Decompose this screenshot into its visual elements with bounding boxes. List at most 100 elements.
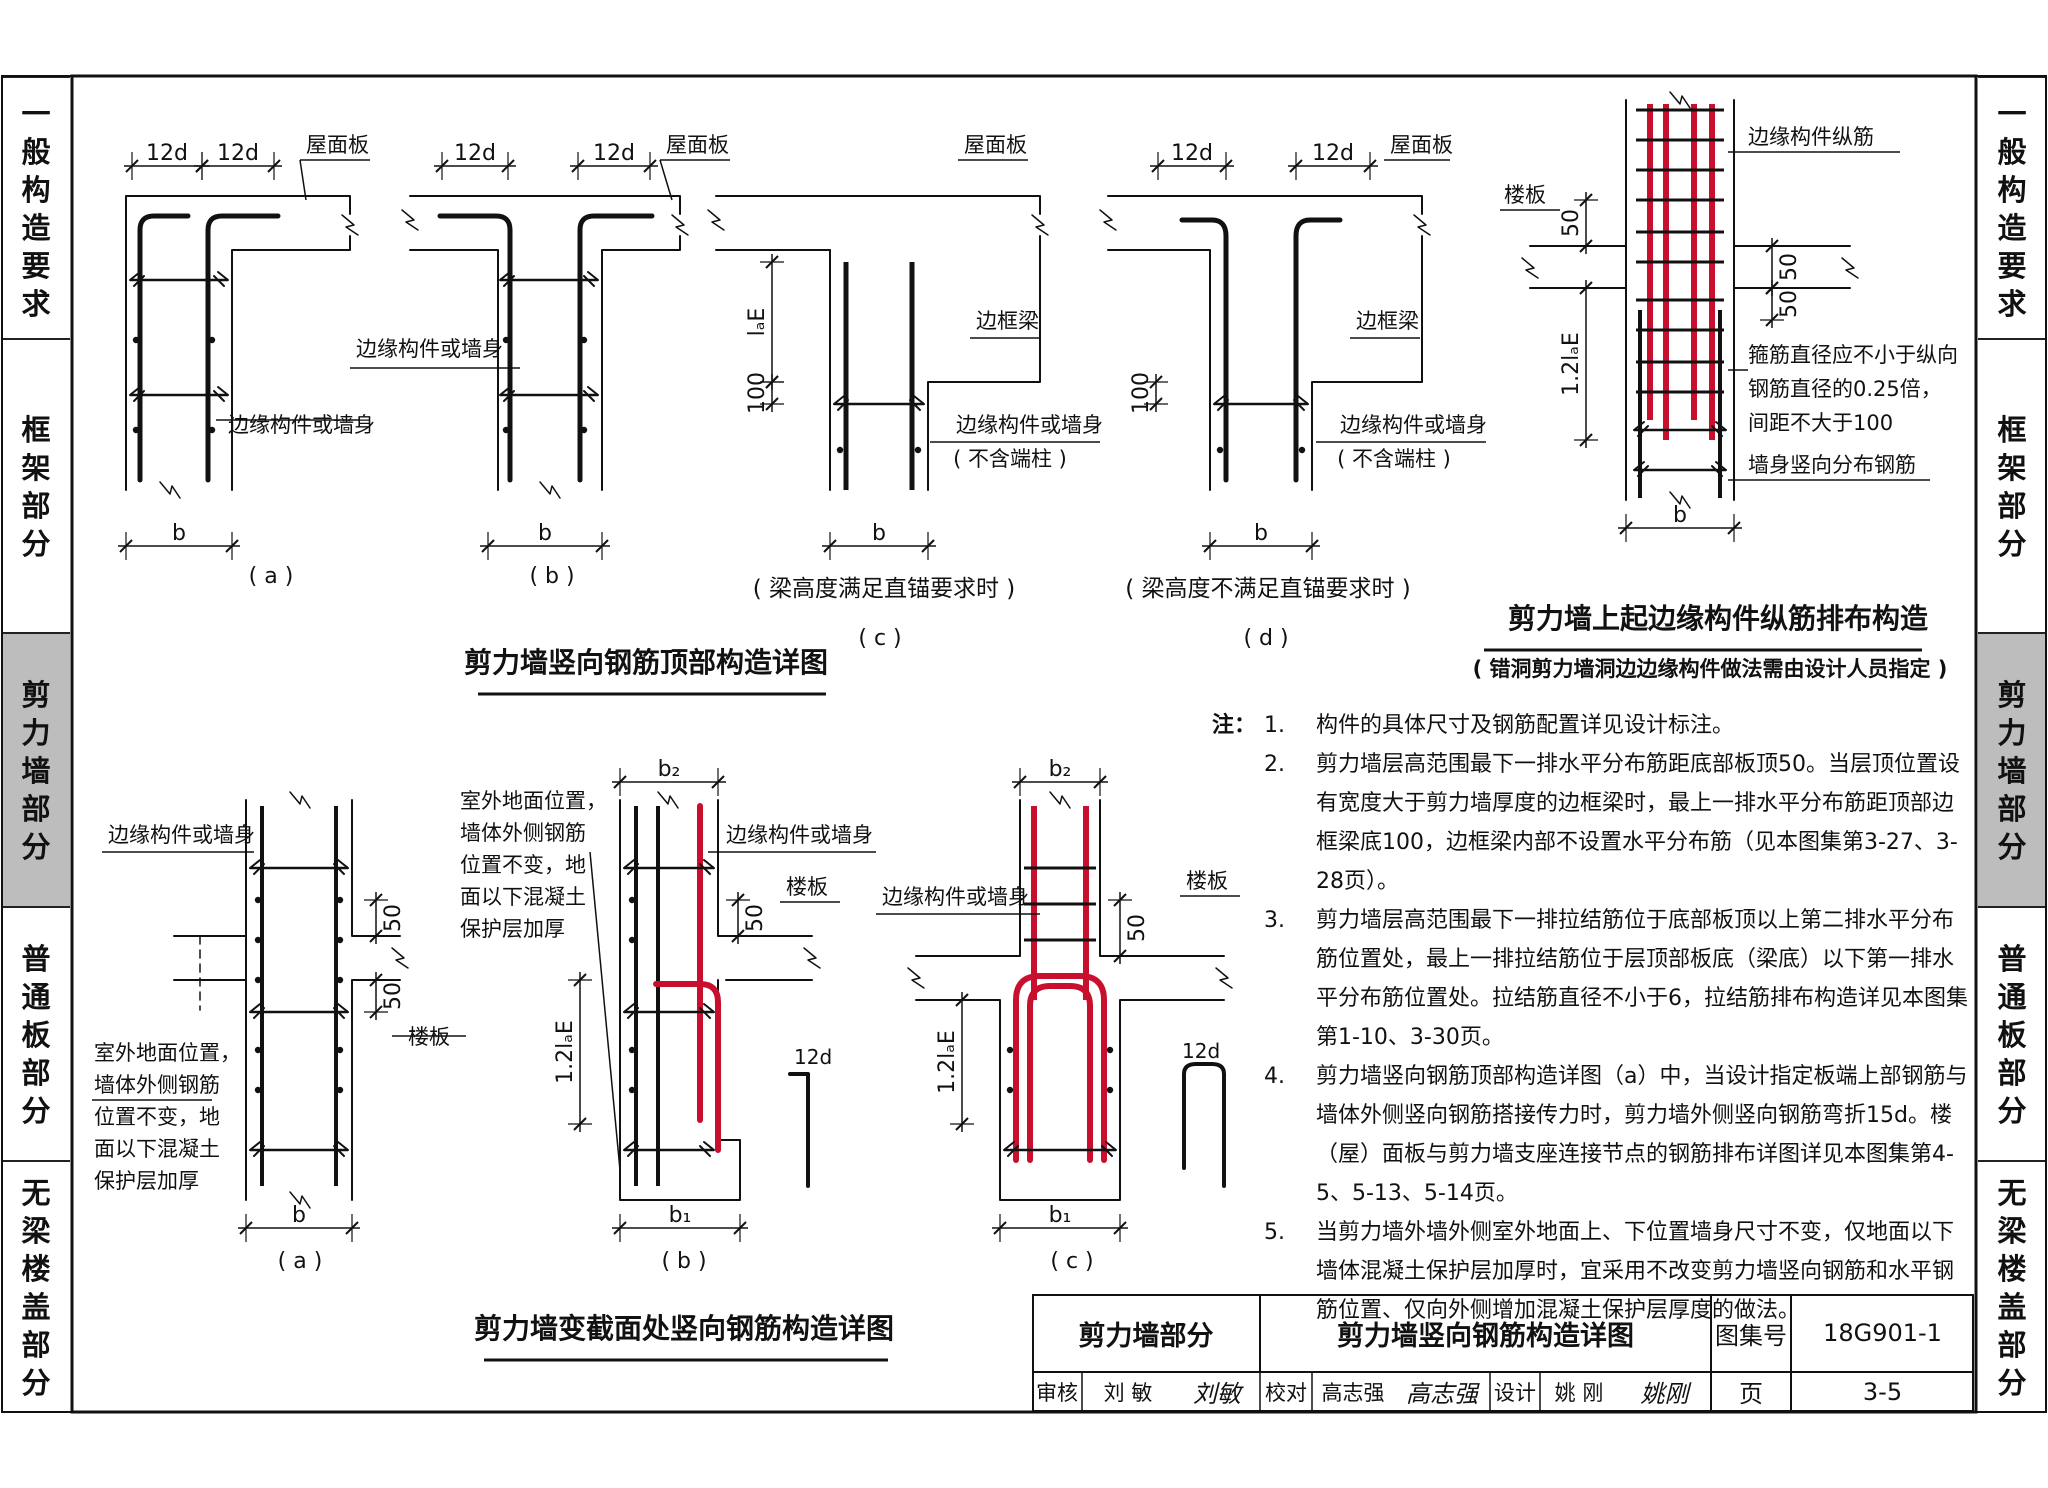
outdoor-note-line: 室外地面位置，: [94, 1041, 241, 1065]
dim-label: b: [172, 521, 186, 546]
dim-label: b: [1254, 521, 1268, 546]
caption-a: ( a ): [249, 564, 294, 589]
outer-border: [1, 75, 2047, 1413]
no-end-column-label: ( 不含端柱 ): [953, 447, 1067, 471]
tie-hook: [623, 1141, 715, 1151]
rebar-dot: [254, 1086, 262, 1094]
stirrup-hook: [333, 1145, 345, 1157]
caption-d-sub: ( 梁高度不满足直锚要求时 ): [1125, 576, 1411, 602]
stirrup-hook: [837, 399, 849, 411]
break-mark: [391, 947, 409, 969]
rebar-dot: [914, 446, 922, 454]
dim-label: b: [292, 1203, 306, 1228]
rebar-dot: [502, 426, 510, 434]
note-number: 1.: [1264, 713, 1285, 738]
side-tab-0[interactable]: 一般构造要求: [1978, 76, 2046, 340]
notes-block: 注：1.构件的具体尺寸及钢筋配置详见设计标注。2.剪力墙层高范围最下一排水平分布…: [1212, 706, 1972, 1330]
dim-label: 1.2lₐE: [1559, 332, 1584, 396]
stirrup-hook: [1217, 399, 1229, 411]
rebar-dot: [254, 976, 262, 984]
side-tab-4[interactable]: 无梁楼盖部分: [2, 1160, 70, 1414]
dim-label: 50: [1559, 209, 1584, 237]
dim-label: 12d: [1312, 141, 1354, 166]
dim-label: b: [538, 521, 552, 546]
floor-slab-label: 楼板: [1186, 869, 1228, 893]
break-mark: [803, 947, 821, 969]
top-section-title: 剪力墙竖向钢筋顶部构造详图: [464, 646, 828, 679]
break-mark: [1669, 91, 1691, 109]
edge-longitudinal-label: 边缘构件纵筋: [1748, 125, 1874, 149]
rebar-outer: [437, 213, 513, 483]
stirrup-hook: [213, 390, 225, 402]
note-item: 2.剪力墙层高范围最下一排水平分布筋距底部板顶50。当层顶位置设有宽度大于剪力墙…: [1212, 745, 1972, 901]
note-item: 5.当剪力墙外墙外侧室外地面上、下位置墙身尺寸不变，仅地面以下墙体混凝土保护层加…: [1212, 1213, 1972, 1330]
edge-wall-label: 边缘构件或墙身: [1340, 413, 1487, 437]
outdoor-note-line: 墙体外侧钢筋: [460, 821, 586, 845]
leader: [589, 851, 621, 1171]
leader: [659, 159, 673, 201]
break-mark: [1841, 257, 1859, 279]
note-text: 剪力墙层高范围最下一排拉结筋位于底部板顶以上第二排水平分布筋位置处，最上一排拉结…: [1316, 908, 1968, 1050]
outdoor-note-line: 保护层加厚: [94, 1169, 199, 1193]
edge-section-subtitle: ( 错洞剪力墙洞边边缘构件做法需由设计人员指定 ): [1473, 657, 1948, 681]
notes-heading: 注：: [1212, 713, 1257, 738]
dim-label: 12d: [593, 141, 635, 166]
side-tab-1[interactable]: 框架部分: [1978, 338, 2046, 634]
hook-12d: [1182, 1062, 1226, 1188]
side-tab-label: 无梁楼盖部分: [21, 1176, 51, 1400]
rebar-dot: [254, 1046, 262, 1054]
note-text: 剪力墙竖向钢筋顶部构造详图（a）中，当设计指定板端上部钢筋与墙体外侧竖向钢筋搭接…: [1316, 1064, 1968, 1206]
outdoor-note-line: 位置不变，地: [94, 1105, 220, 1129]
stirrup-hook: [503, 275, 515, 287]
side-tab-label: 无梁楼盖部分: [1997, 1176, 2027, 1400]
outline: [715, 195, 1041, 491]
tie-hook: [249, 1003, 349, 1013]
caption-c-bottom: ( c ): [1050, 1249, 1093, 1274]
side-tab-3[interactable]: 普通板部分: [2, 906, 70, 1162]
break-mark: [707, 209, 725, 231]
dim-label: 50: [743, 904, 768, 932]
side-tab-0[interactable]: 一般构造要求: [2, 76, 70, 340]
side-tab-4[interactable]: 无梁楼盖部分: [1978, 1160, 2046, 1414]
tie-hook: [499, 271, 599, 281]
break-mark: [1215, 967, 1233, 989]
rebar-dot: [1106, 1046, 1114, 1054]
caption-b-bottom: ( b ): [661, 1249, 706, 1274]
tie-hook: [1003, 1141, 1117, 1151]
tie-hook: [129, 271, 229, 281]
dim-label: lₐE: [745, 308, 770, 337]
side-tab-3[interactable]: 普通板部分: [1978, 906, 2046, 1162]
tie-hook: [833, 395, 925, 405]
dim-label: b: [872, 521, 886, 546]
dim-label: 1.2lₐE: [935, 1030, 960, 1094]
break-mark: [1099, 209, 1117, 231]
dim-label: 50: [1777, 290, 1802, 318]
notes-spacer: [1212, 1057, 1264, 1213]
stirrup-hook: [333, 1007, 345, 1019]
dim-label: 50: [1125, 914, 1150, 942]
tb-reviewer: 刘 敏: [1103, 1380, 1153, 1405]
edge-beam-label: 边框梁: [1356, 309, 1419, 333]
floor-slab-label: 楼板: [786, 875, 828, 899]
dim-label: b₁: [1049, 1203, 1072, 1228]
stirrup-hook: [909, 399, 921, 411]
stirrup-hook: [333, 863, 345, 875]
stirrup-hook: [627, 863, 639, 875]
caption-c-sub: ( 梁高度满足直锚要求时 ): [753, 576, 1016, 602]
side-tab-1[interactable]: 框架部分: [2, 338, 70, 634]
rebar-dot: [628, 1086, 636, 1094]
break-mark: [1669, 491, 1691, 509]
side-tab-2[interactable]: 剪力墙部分: [2, 632, 70, 908]
side-tab-2[interactable]: 剪力墙部分: [1978, 632, 2046, 908]
stirrup-hook: [699, 1007, 711, 1019]
tie-hook: [1213, 395, 1309, 405]
break-mark: [289, 1191, 311, 1209]
edge-wall-label: 边缘构件或墙身: [228, 413, 375, 437]
outline: [1107, 195, 1423, 491]
title-block-grid: [1032, 1294, 1974, 1412]
stirrup-hook: [1711, 425, 1723, 437]
roof-slab-label: 屋面板: [306, 133, 369, 157]
tb-designer-signature: 姚刚: [1640, 1380, 1689, 1408]
note-item: 4.剪力墙竖向钢筋顶部构造详图（a）中，当设计指定板端上部钢筋与墙体外侧竖向钢筋…: [1212, 1057, 1972, 1213]
